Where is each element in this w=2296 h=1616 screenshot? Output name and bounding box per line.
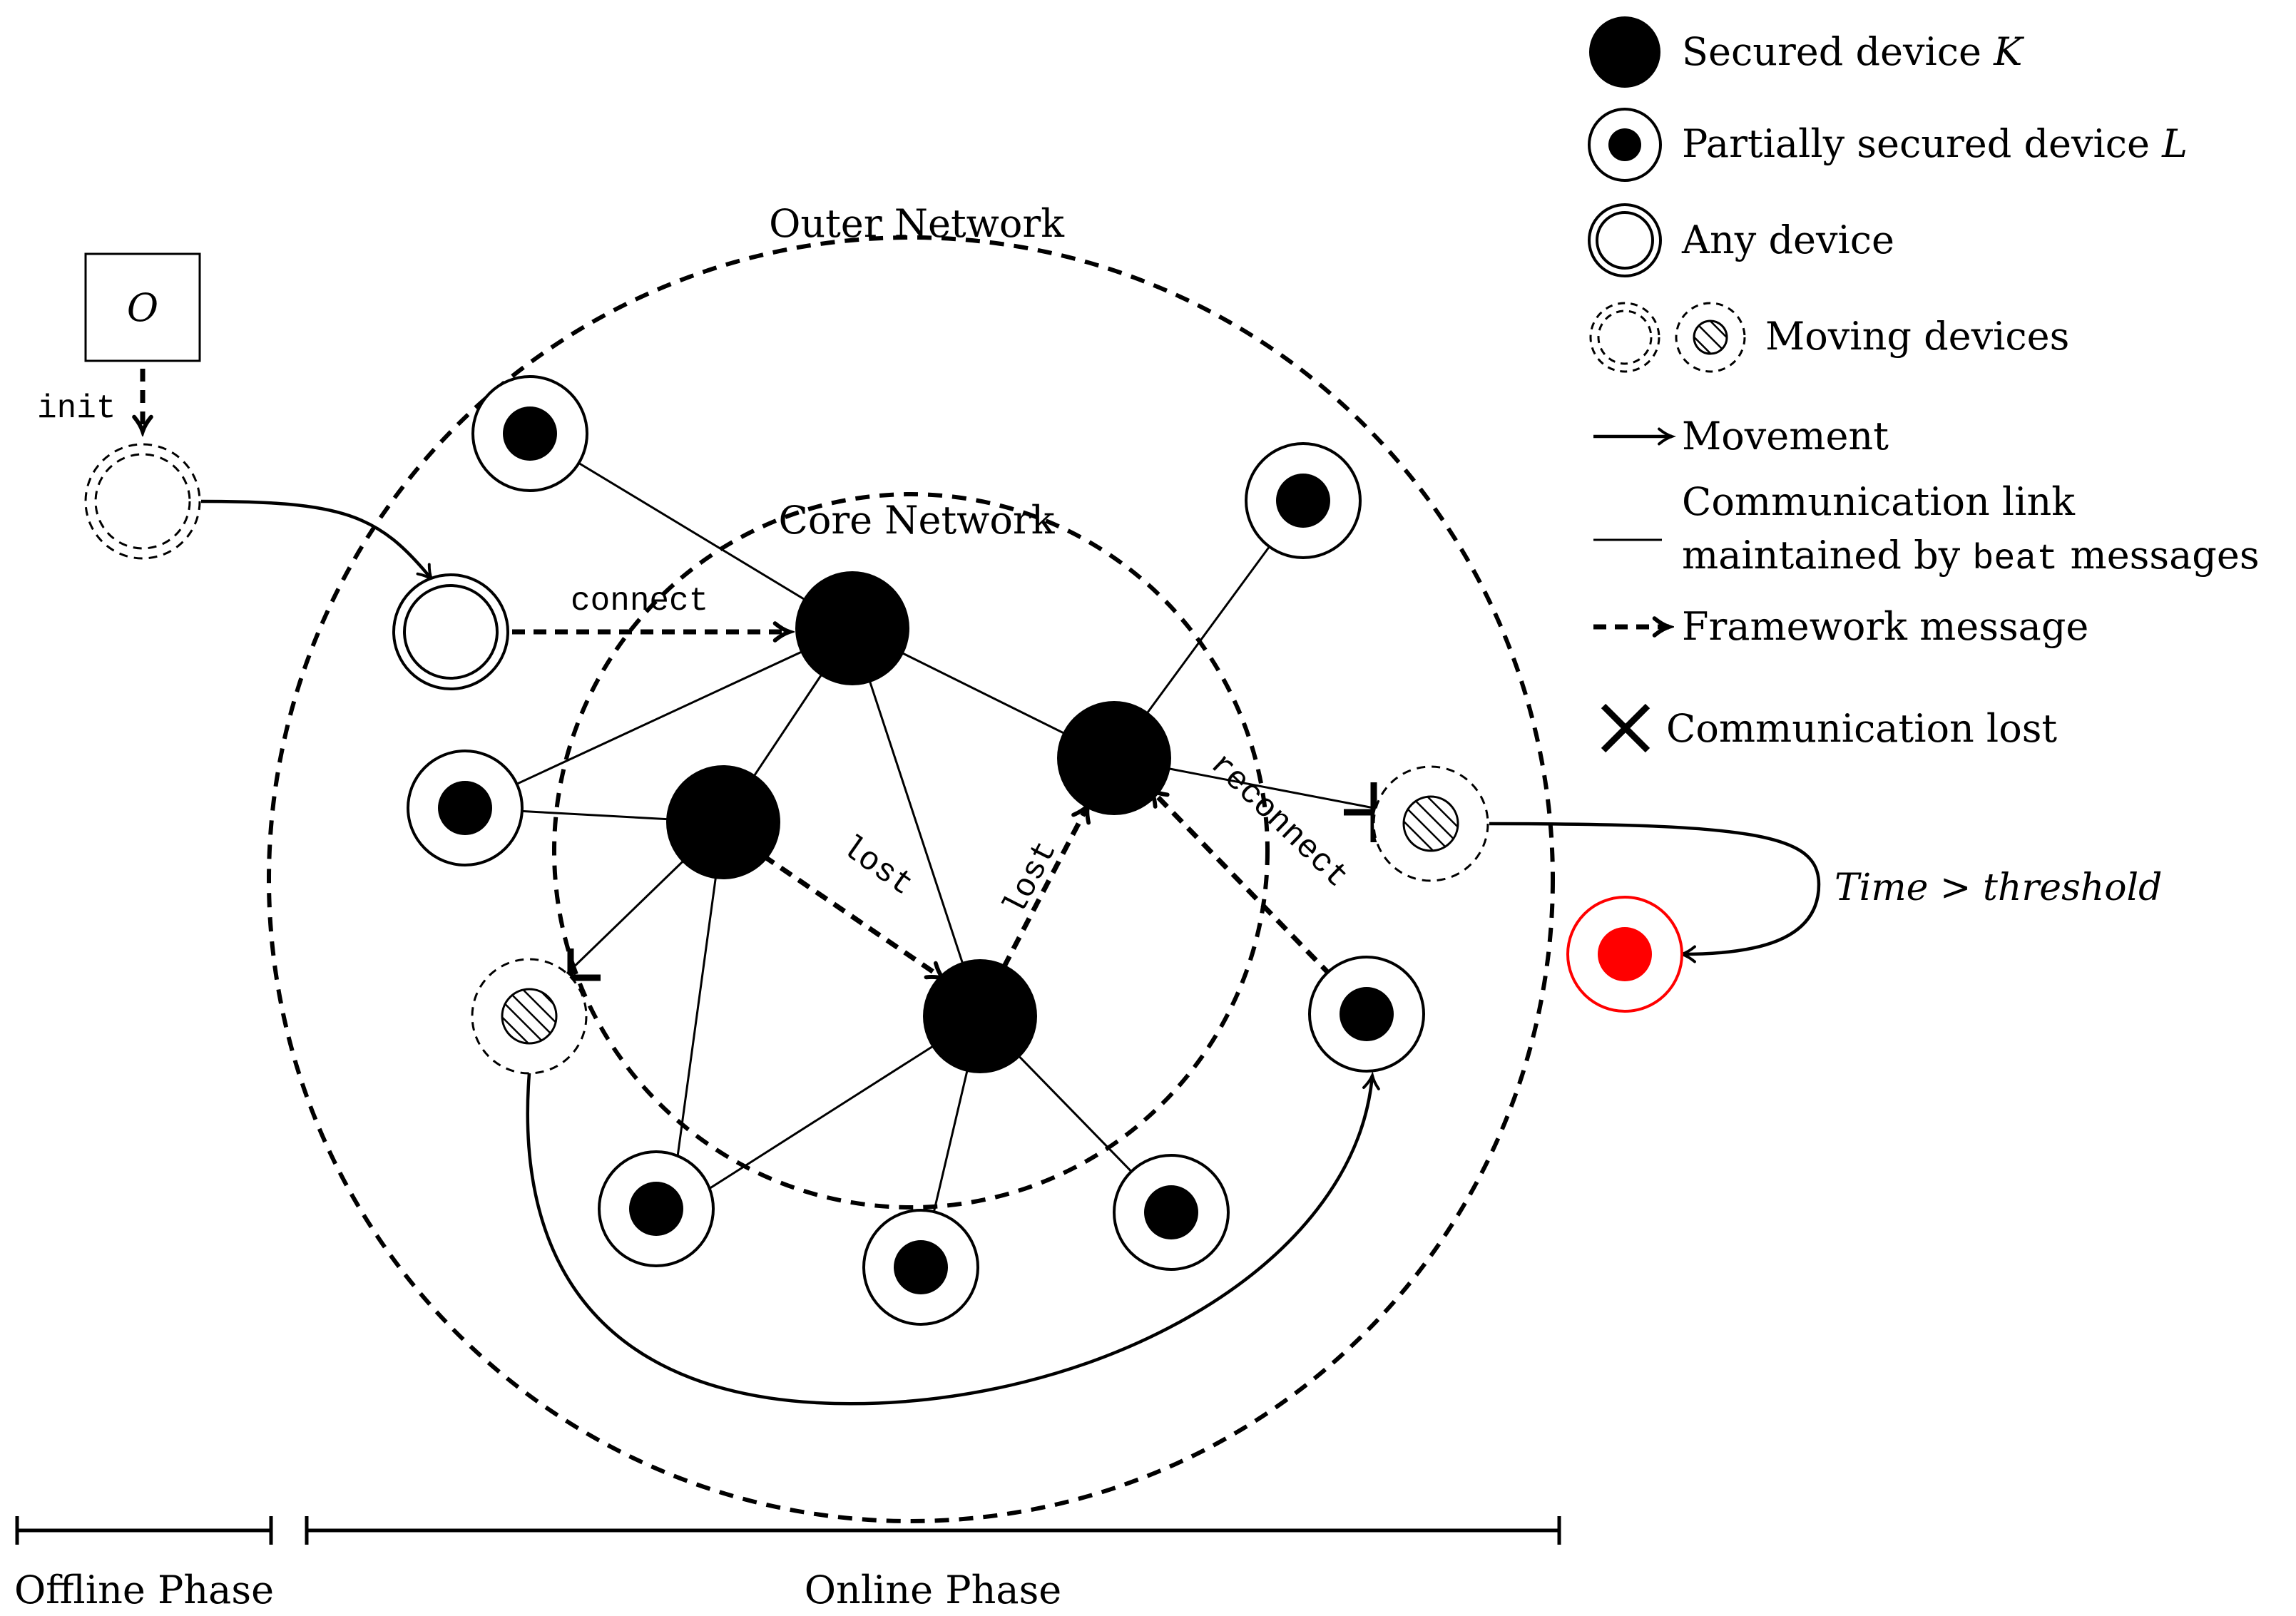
legend-partial-label: Partially secured device L <box>1682 121 2188 166</box>
origin-label: O <box>127 285 158 330</box>
legend-lost-label: Communication lost <box>1666 706 2057 751</box>
outer-network-label: Outer Network <box>769 201 1065 246</box>
outer-network: Outer Network <box>267 201 1555 1523</box>
core-network-label: Core Network <box>779 498 1056 543</box>
legend-comm-label-line1: Communication link <box>1682 479 2076 524</box>
secured-device <box>795 571 909 685</box>
partially-secured-device <box>1245 442 1362 559</box>
legend-framework-label: Framework message <box>1682 604 2088 649</box>
secured-device <box>1057 701 1171 815</box>
partially-secured-device <box>1308 956 1425 1073</box>
legend: Secured device K Partially secured devic… <box>1588 16 2260 753</box>
init-label: init <box>37 390 116 427</box>
moving-device-init <box>84 443 201 560</box>
communication-links <box>464 432 1374 1268</box>
legend-moving-label: Moving devices <box>1765 314 2069 359</box>
legend-movement-label: Movement <box>1682 414 1889 459</box>
partially-secured-device <box>598 1150 715 1267</box>
lost-arrow-2 <box>1001 806 1088 969</box>
secured-device <box>923 959 1037 1073</box>
origin-device-o: O <box>84 252 201 362</box>
timed-out-device <box>1566 896 1683 1013</box>
reconnect-label: reconnect <box>1203 746 1356 896</box>
partially-secured-device <box>471 375 588 492</box>
offline-phase-label: Offline Phase <box>14 1568 274 1612</box>
partially-secured-device <box>1113 1154 1230 1271</box>
partially-secured-device <box>862 1209 979 1326</box>
core-network: Core Network <box>552 492 1270 1210</box>
legend-moving-symbol-outer <box>1589 302 1660 373</box>
lost-label-1: lost <box>834 829 919 904</box>
legend-secured-symbol <box>1589 16 1660 88</box>
movement-paths <box>200 499 1821 1406</box>
secured-device <box>666 765 780 879</box>
legend-comm-label-line2: maintained by beat messages <box>1682 533 2260 580</box>
legend-secured-label: Secured device K <box>1682 29 2024 74</box>
lost-arrow-1 <box>762 854 943 978</box>
partially-secured-device <box>407 750 524 866</box>
movement-arrow-timeout <box>1489 822 1821 954</box>
moving-device-lost-right <box>1372 765 1489 882</box>
legend-any-label: Any device <box>1681 218 1894 262</box>
legend-lost-symbol <box>1601 703 1650 753</box>
hatched-disc-icon <box>501 988 558 1045</box>
framework-messages <box>143 369 1333 978</box>
movement-arrow-relocate <box>526 1073 1372 1406</box>
lost-label-2: lost <box>996 835 1065 922</box>
legend-any-symbol <box>1588 203 1662 277</box>
hatched-disc-icon <box>1402 795 1459 852</box>
any-device-joining <box>392 573 509 690</box>
movement-arrow-join <box>200 499 432 579</box>
online-phase-label: Online Phase <box>805 1568 1061 1612</box>
reconnect-arrow <box>1151 790 1333 978</box>
timeout-label: Time > threshold <box>1835 866 2162 909</box>
moving-device-lost-left <box>471 958 588 1075</box>
phase-timeline <box>15 1516 1561 1545</box>
connect-label: connect <box>571 583 708 620</box>
